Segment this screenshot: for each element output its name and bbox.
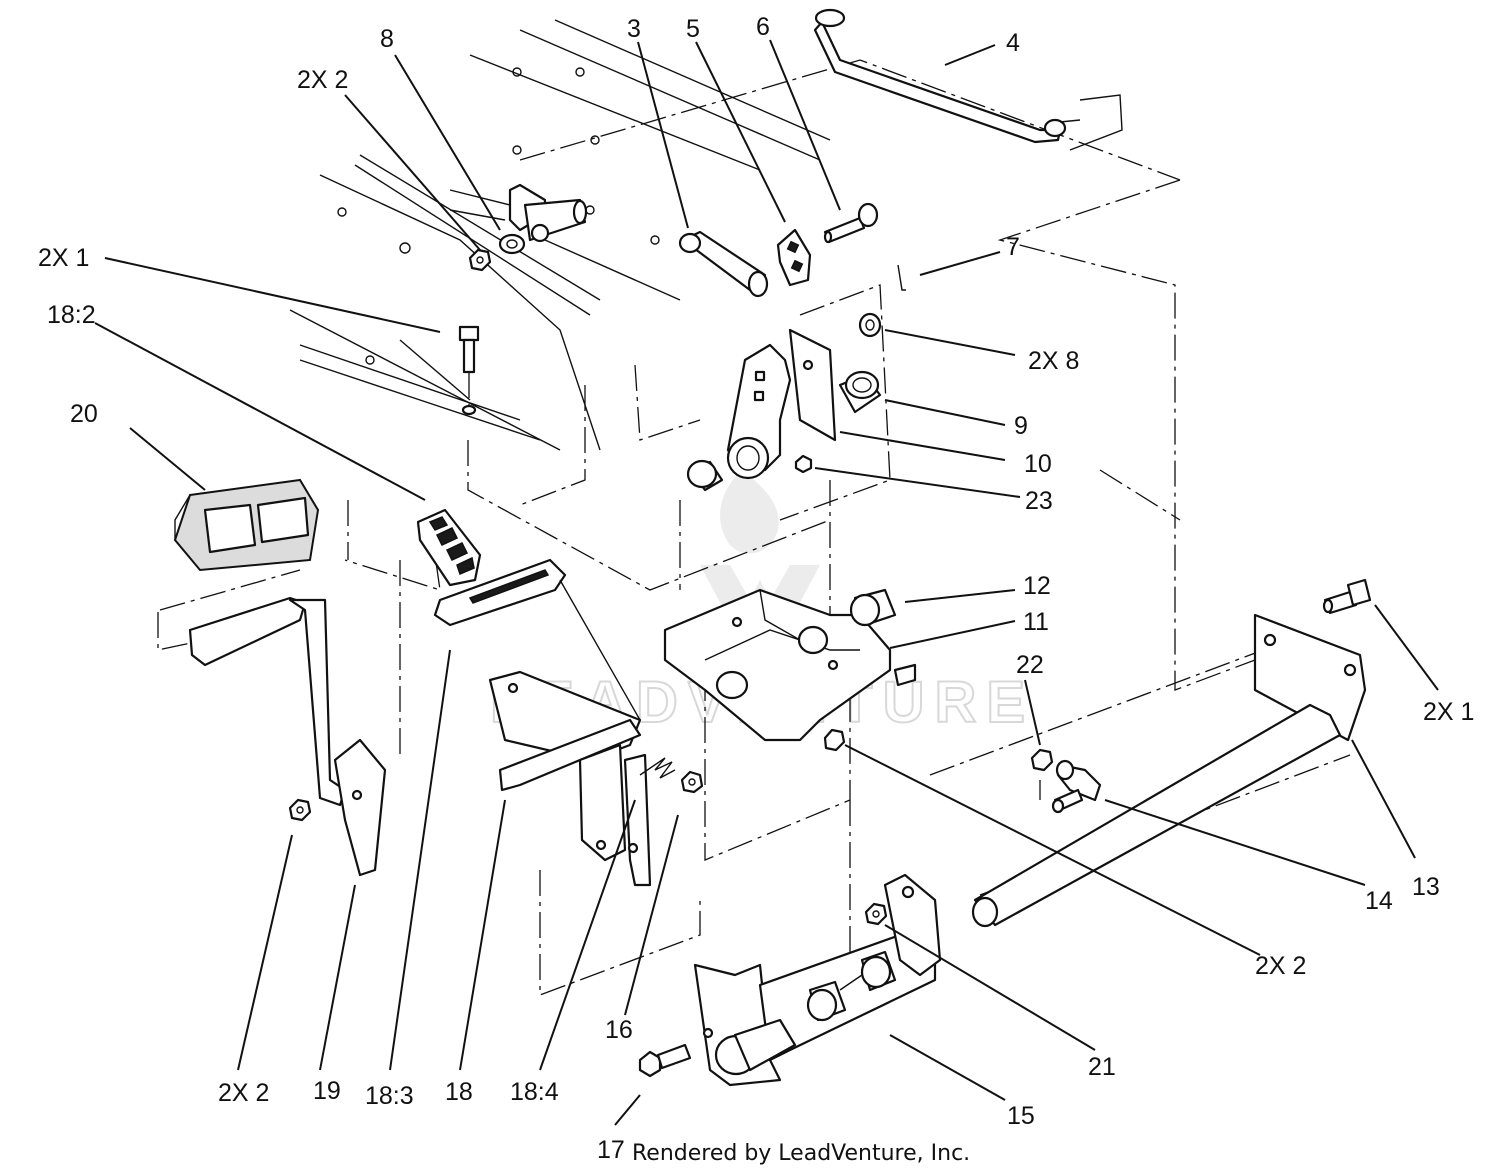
callout-23: 23 — [1025, 487, 1053, 515]
callout-21: 21 — [1088, 1053, 1116, 1081]
part-7-cotter-pin — [897, 264, 906, 291]
part-23-nut — [794, 454, 813, 474]
part-22-nut — [1030, 748, 1054, 772]
callout-8: 8 — [380, 25, 394, 53]
callout-2x2-bottom: 2X 2 — [218, 1079, 269, 1107]
panel-background — [289, 19, 1123, 451]
part-2-nut-mid — [823, 728, 846, 752]
bushing-left — [686, 459, 724, 492]
part-12-bushing — [849, 588, 897, 627]
callout-18-4: 18:4 — [510, 1078, 559, 1106]
part-16-nut — [680, 770, 704, 794]
part-8-washer-right — [858, 312, 882, 338]
part-14-swivel — [1051, 759, 1102, 814]
part-18-2-pedal-pad — [416, 508, 482, 587]
callout-20: 20 — [70, 400, 98, 428]
part-2-nut-bottom — [288, 798, 312, 822]
part-17-bolt — [638, 1043, 692, 1078]
callout-2x1-right: 2X 1 — [1423, 698, 1474, 726]
cable-bracket — [449, 183, 681, 301]
part-1-bolt-left — [458, 325, 480, 416]
callout-13: 13 — [1412, 873, 1440, 901]
part-13-shaft-plate — [971, 613, 1367, 928]
callout-18: 18 — [445, 1078, 473, 1106]
part-3-pin — [678, 230, 769, 298]
part-19-lever — [188, 596, 387, 877]
callout-18-2: 18:2 — [47, 301, 96, 329]
callout-14: 14 — [1365, 887, 1393, 915]
callout-7: 7 — [1006, 233, 1020, 261]
part-15-bushings — [806, 950, 897, 1022]
part-18-pedal — [433, 558, 652, 887]
callout-2x1-left: 2X 1 — [38, 244, 89, 272]
callout-2x2-top: 2X 2 — [297, 66, 348, 94]
part-18-4-spring — [639, 757, 676, 779]
part-5-bracket — [776, 228, 812, 287]
callout-12: 12 — [1023, 572, 1051, 600]
callout-3: 3 — [627, 15, 641, 43]
callout-18-3: 18:3 — [365, 1082, 414, 1110]
part-21-nut — [864, 902, 888, 926]
part-4-rod — [813, 8, 1081, 144]
callout-labels: 8 3 5 6 4 2X 2 2X 1 7 18:2 2X 8 20 9 10 … — [38, 13, 1474, 1164]
render-credit: Rendered by LeadVenture, Inc. — [632, 1141, 970, 1166]
frame-phantom-lines — [157, 59, 1351, 1000]
callout-19: 19 — [313, 1077, 341, 1105]
callout-15: 15 — [1007, 1102, 1035, 1130]
callout-4: 4 — [1006, 29, 1020, 57]
callout-11: 11 — [1023, 608, 1049, 636]
part-8-washer — [498, 233, 526, 255]
callout-6: 6 — [756, 13, 770, 41]
callout-2x8: 2X 8 — [1028, 347, 1079, 375]
part-2-nut-top — [468, 248, 492, 272]
part-10-pivot-bracket — [726, 328, 837, 480]
part-20-pedal-pad — [173, 478, 320, 572]
callout-17: 17 — [597, 1136, 625, 1164]
callout-10: 10 — [1024, 450, 1052, 478]
callout-2x2-right: 2X 2 — [1255, 952, 1306, 980]
callout-9: 9 — [1014, 412, 1028, 440]
callout-16: 16 — [605, 1016, 633, 1044]
part-15-lower-bracket — [693, 873, 942, 1087]
part-11-bracket — [663, 588, 917, 742]
leader-lines — [94, 39, 1439, 1126]
callout-5: 5 — [686, 15, 700, 43]
part-6-bolt — [823, 202, 879, 244]
part-9-bushing — [838, 370, 882, 414]
part-1-bolt-right — [1322, 578, 1372, 615]
callout-22: 22 — [1016, 651, 1044, 679]
